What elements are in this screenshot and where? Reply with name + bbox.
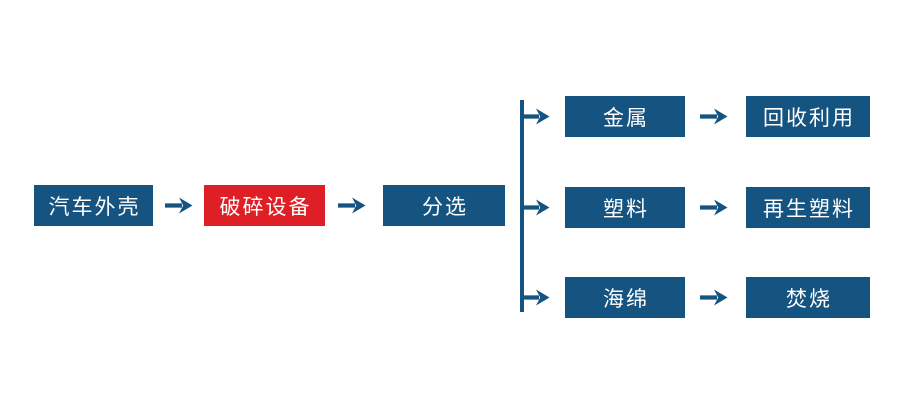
arrow-right-icon (338, 197, 366, 214)
node-plastic: 塑料 (565, 187, 685, 228)
arrow-right-icon (700, 289, 728, 306)
node-recycle-reuse: 回收利用 (746, 96, 870, 137)
node-car-shell: 汽车外壳 (34, 185, 153, 226)
arrow-right-icon (700, 199, 728, 216)
arrow-right-icon (700, 108, 728, 125)
node-recycled-plastic: 再生塑料 (746, 187, 870, 228)
arrow-right-icon (522, 108, 550, 125)
arrow-right-icon (165, 197, 193, 214)
node-incineration: 焚烧 (746, 277, 870, 318)
node-sponge: 海绵 (565, 277, 685, 318)
arrow-right-icon (522, 199, 550, 216)
node-sorting: 分选 (383, 185, 505, 226)
node-crusher: 破碎设备 (204, 185, 325, 226)
arrow-right-icon (522, 289, 550, 306)
node-metal: 金属 (565, 96, 685, 137)
